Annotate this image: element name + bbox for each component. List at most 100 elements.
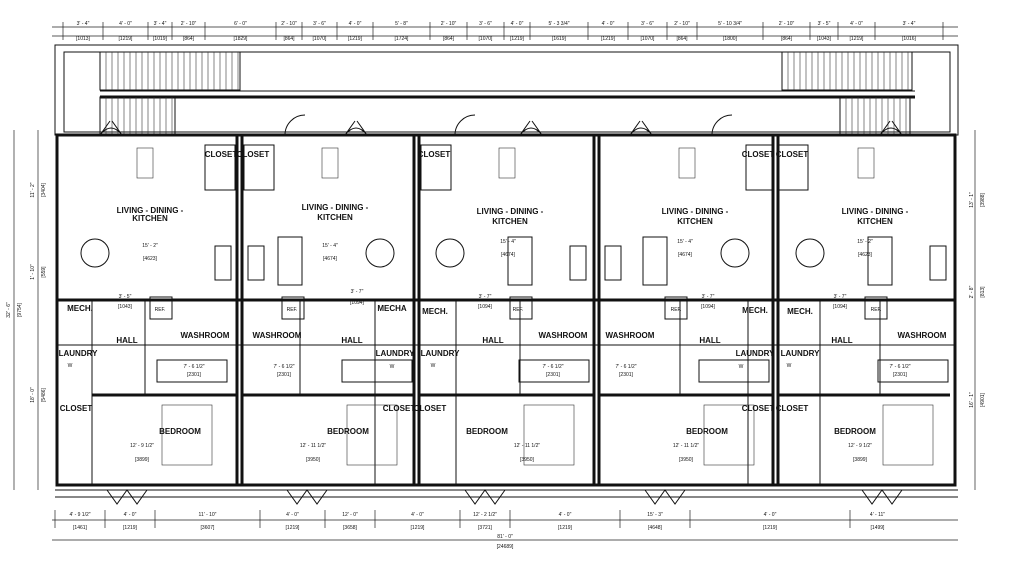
room-label: CLOSET (205, 150, 238, 159)
bottom-dimension-mm: [3607] (201, 525, 216, 531)
left-dimension-ft: 32' - 6" (6, 302, 12, 318)
room-dimension: [3950] (679, 457, 694, 463)
room-label: CLOSET (742, 404, 775, 413)
room-label: HALL (482, 336, 503, 345)
bottom-dimension-mm: [1219] (286, 525, 301, 531)
room-label: HALL (699, 336, 720, 345)
room-label: WASHROOM (898, 331, 947, 340)
room-dimension: 12' - 9 1/2" (848, 443, 872, 449)
bottom-dimension-ft: 15' - 3" (647, 512, 663, 518)
top-dimension-mm: [1070] (479, 36, 494, 42)
room-dimension: REF. (155, 307, 166, 313)
bottom-dimension-labels: 4' - 9 1/2"[1461]4' - 0"[1219]11' - 10"[… (54, 510, 885, 531)
top-dimension-mm: [864] (443, 36, 455, 42)
room-label: MECH. (787, 307, 813, 316)
patio-door (644, 489, 686, 505)
room-dimension: REF. (671, 307, 682, 313)
room-dimension-labels: 15' - 2"[4623]15' - 4"[4674]15' - 4"[467… (68, 239, 911, 463)
stove (569, 245, 587, 281)
top-dimension-ft: 2' - 10" (181, 21, 197, 27)
room-dimension: 7' - 6 1/2" (542, 364, 563, 370)
top-dimension-ft: 5' - 3 3/4" (548, 21, 569, 27)
room-label: LIVING - DINING - (662, 207, 729, 216)
window (321, 147, 339, 179)
room-label: KITCHEN (677, 217, 713, 226)
top-dimension-mm: [1016] (902, 36, 917, 42)
kitchen-island (867, 236, 893, 286)
interior-walls (57, 144, 955, 485)
room-dimension: 3' - 7" (834, 294, 847, 300)
bed (703, 404, 755, 466)
dining-table (795, 238, 825, 268)
left-dimension-mm: [5486] (41, 387, 47, 402)
porch-area (54, 44, 959, 136)
left-dimension-mm: [559] (41, 266, 47, 278)
room-dimension: [4674] (501, 252, 516, 258)
top-dimension-ft: 2' - 10" (779, 21, 795, 27)
bottom-dimension-mm: [1219] (411, 525, 426, 531)
room-dimension: W (787, 363, 792, 369)
room-label: LIVING - DINING - (477, 207, 544, 216)
room-label: CLOSET (418, 150, 451, 159)
room-dimension: 3' - 5" (119, 294, 132, 300)
room-dimension: [2301] (187, 372, 202, 378)
top-dimension-ft: 6' - 0" (234, 21, 247, 27)
room-dimension: [4674] (678, 252, 693, 258)
double-door (344, 120, 368, 136)
patio-door (861, 489, 903, 505)
room-dimension: 7' - 6 1/2" (615, 364, 636, 370)
top-dimension-ft: 2' - 10" (674, 21, 690, 27)
top-dimension-mm: [1219] (850, 36, 865, 42)
top-dimension-ft: 4' - 0" (119, 21, 132, 27)
refrigerator (509, 296, 533, 320)
top-dimension-mm: [1829] (234, 36, 249, 42)
room-label: MECH. (67, 304, 93, 313)
top-dimension-ft: 3' - 6" (313, 21, 326, 27)
room-label: CLOSET (776, 404, 809, 413)
top-dimension-mm: [1019] (153, 36, 168, 42)
top-dimension-ft: 3' - 4" (77, 21, 90, 27)
bed (161, 404, 213, 466)
top-dimension-mm: [864] (183, 36, 195, 42)
top-dimension-mm: [864] (283, 36, 295, 42)
top-dimension-mm: [1800] (723, 36, 738, 42)
room-label: CLOSET (414, 404, 447, 413)
room-label: KITCHEN (492, 217, 528, 226)
bottom-dimension-ft: 11' - 10" (199, 512, 217, 518)
vanity (156, 359, 228, 383)
stove (929, 245, 947, 281)
left-dimension-ft: 11' - 2" (30, 182, 36, 197)
bottom-dimension-ft: 4' - 0" (559, 512, 572, 518)
right-dimension-labels: 13' - 1"[3988]2' - 8"[813]16' - 1"[4901] (969, 192, 986, 408)
room-label: WASHROOM (181, 331, 230, 340)
room-label: LIVING - DINING - (117, 206, 184, 215)
room-dimension: [1094] (701, 304, 716, 310)
window (136, 147, 154, 179)
top-dimension-mm: [864] (781, 36, 793, 42)
room-dimension: [1094] (478, 304, 493, 310)
right-dimension-mm: [3988] (980, 192, 986, 207)
top-dimension-ft: 4' - 0" (349, 21, 362, 27)
bottom-dimension-ft: 4' - 0" (286, 512, 299, 518)
room-label: MECHA (377, 304, 407, 313)
dining-table (435, 238, 465, 268)
top-dimension-mm: [1043] (817, 36, 832, 42)
bed (882, 404, 934, 466)
room-label: BEDROOM (327, 427, 369, 436)
patio-door (106, 489, 148, 505)
top-dimension-mm: [1724] (395, 36, 410, 42)
left-dimension-mm: [3404] (41, 182, 47, 197)
top-dimension-ft: 3' - 4" (903, 21, 916, 27)
room-dimension: [4623] (858, 252, 873, 258)
right-dimension-ft: 16' - 1" (969, 392, 975, 408)
room-label: CLOSET (60, 404, 93, 413)
room-label: KITCHEN (132, 214, 168, 223)
bottom-dimension-ft: 12' - 0" (342, 512, 358, 518)
left-dimension-ft: 1' - 10" (30, 264, 36, 280)
bottom-dimension-ft: 4' - 9 1/2" (69, 512, 90, 518)
dining-table (720, 238, 750, 268)
room-dimension: [1094] (833, 304, 848, 310)
vanity (877, 359, 949, 383)
double-door (99, 120, 123, 136)
